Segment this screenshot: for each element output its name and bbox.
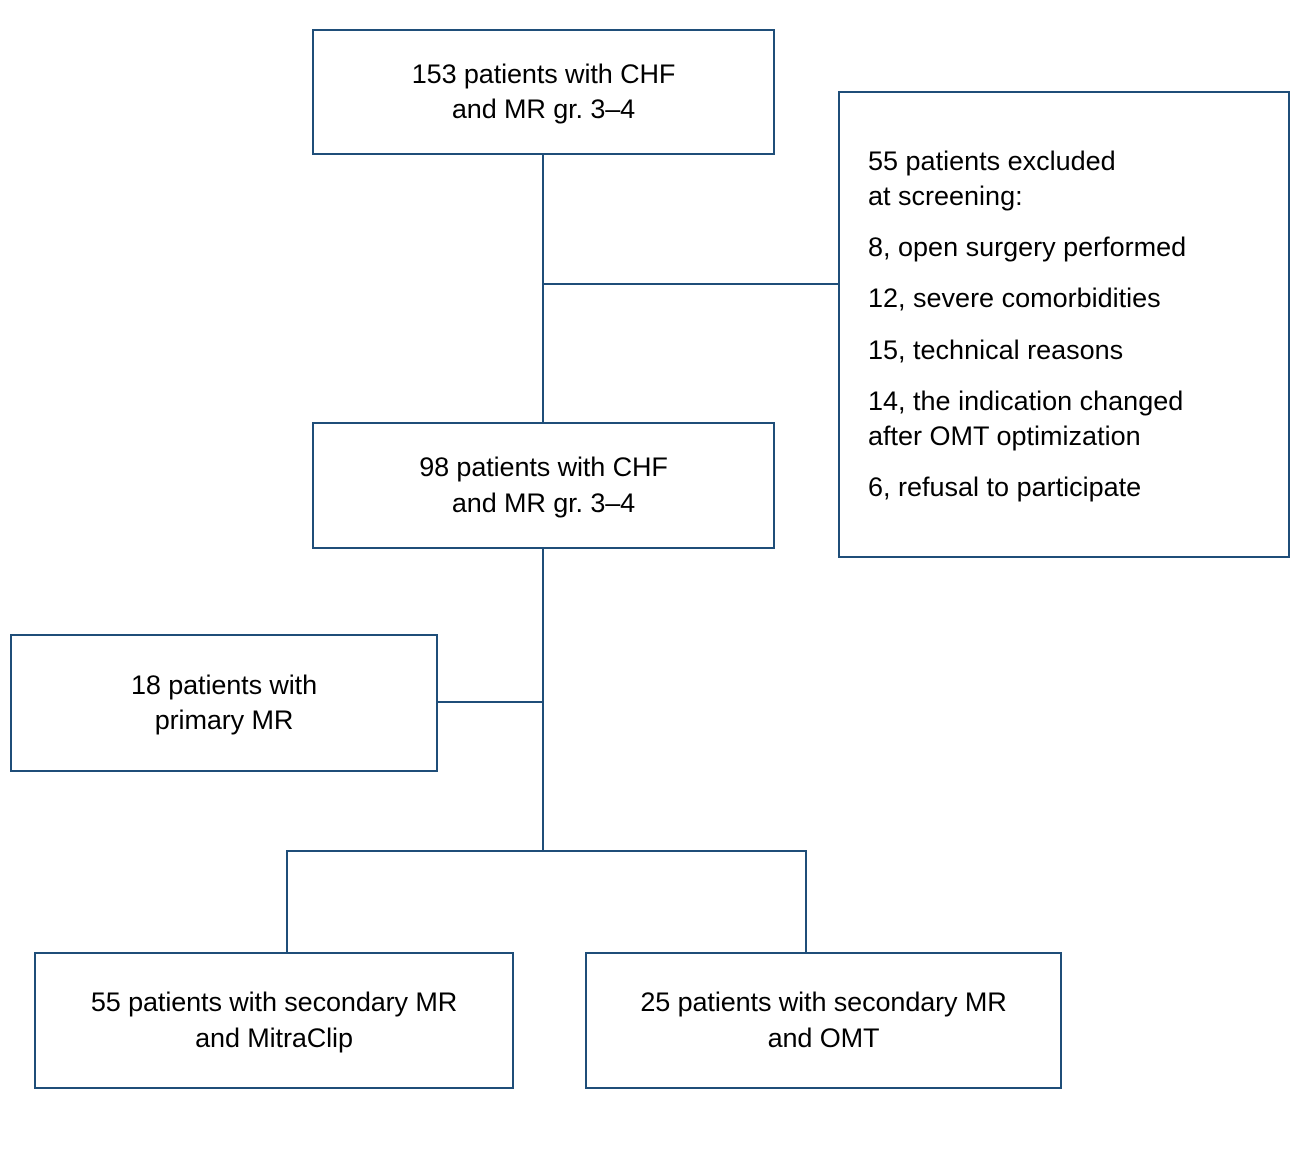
connector-drop-left [286, 850, 288, 953]
node-excluded-patients: 55 patients excluded at screening: 8, op… [838, 91, 1290, 558]
node-enrolled-patients: 153 patients with CHF and MR gr. 3–4 [312, 29, 775, 155]
node-secondary-mr-omt: 25 patients with secondary MR and OMT [585, 952, 1062, 1089]
node-secondary-mr-mitraclip-label: 55 patients with secondary MR and MitraC… [90, 987, 458, 1053]
node-screened-patients: 98 patients with CHF and MR gr. 3–4 [312, 422, 775, 549]
node-primary-mr-patients: 18 patients with primary MR [10, 634, 438, 772]
node-screened-patients-label: 98 patients with CHF and MR gr. 3–4 [419, 452, 668, 518]
excluded-reason-indication-changed: 14, the indication changed after OMT opt… [868, 385, 1184, 451]
connector-from-primary-mr-box [437, 701, 544, 703]
connector-to-excluded-box [542, 283, 840, 285]
node-enrolled-patients-label: 153 patients with CHF and MR gr. 3–4 [411, 58, 676, 124]
excluded-reason-technical: 15, technical reasons [868, 334, 1124, 365]
node-primary-mr-patients-label: 18 patients with primary MR [130, 669, 318, 735]
node-secondary-mr-omt-label: 25 patients with secondary MR and OMT [640, 987, 1007, 1053]
connector-split-bar [286, 850, 807, 852]
excluded-reason-refusal: 6, refusal to participate [868, 471, 1142, 502]
excluded-reason-open-surgery: 8, open surgery performed [868, 232, 1187, 263]
connector-drop-right [805, 850, 807, 953]
excluded-heading: 55 patients excluded at screening: [868, 146, 1116, 212]
node-secondary-mr-mitraclip: 55 patients with secondary MR and MitraC… [34, 952, 514, 1089]
excluded-reason-comorbidities: 12, severe comorbidities [868, 283, 1161, 314]
